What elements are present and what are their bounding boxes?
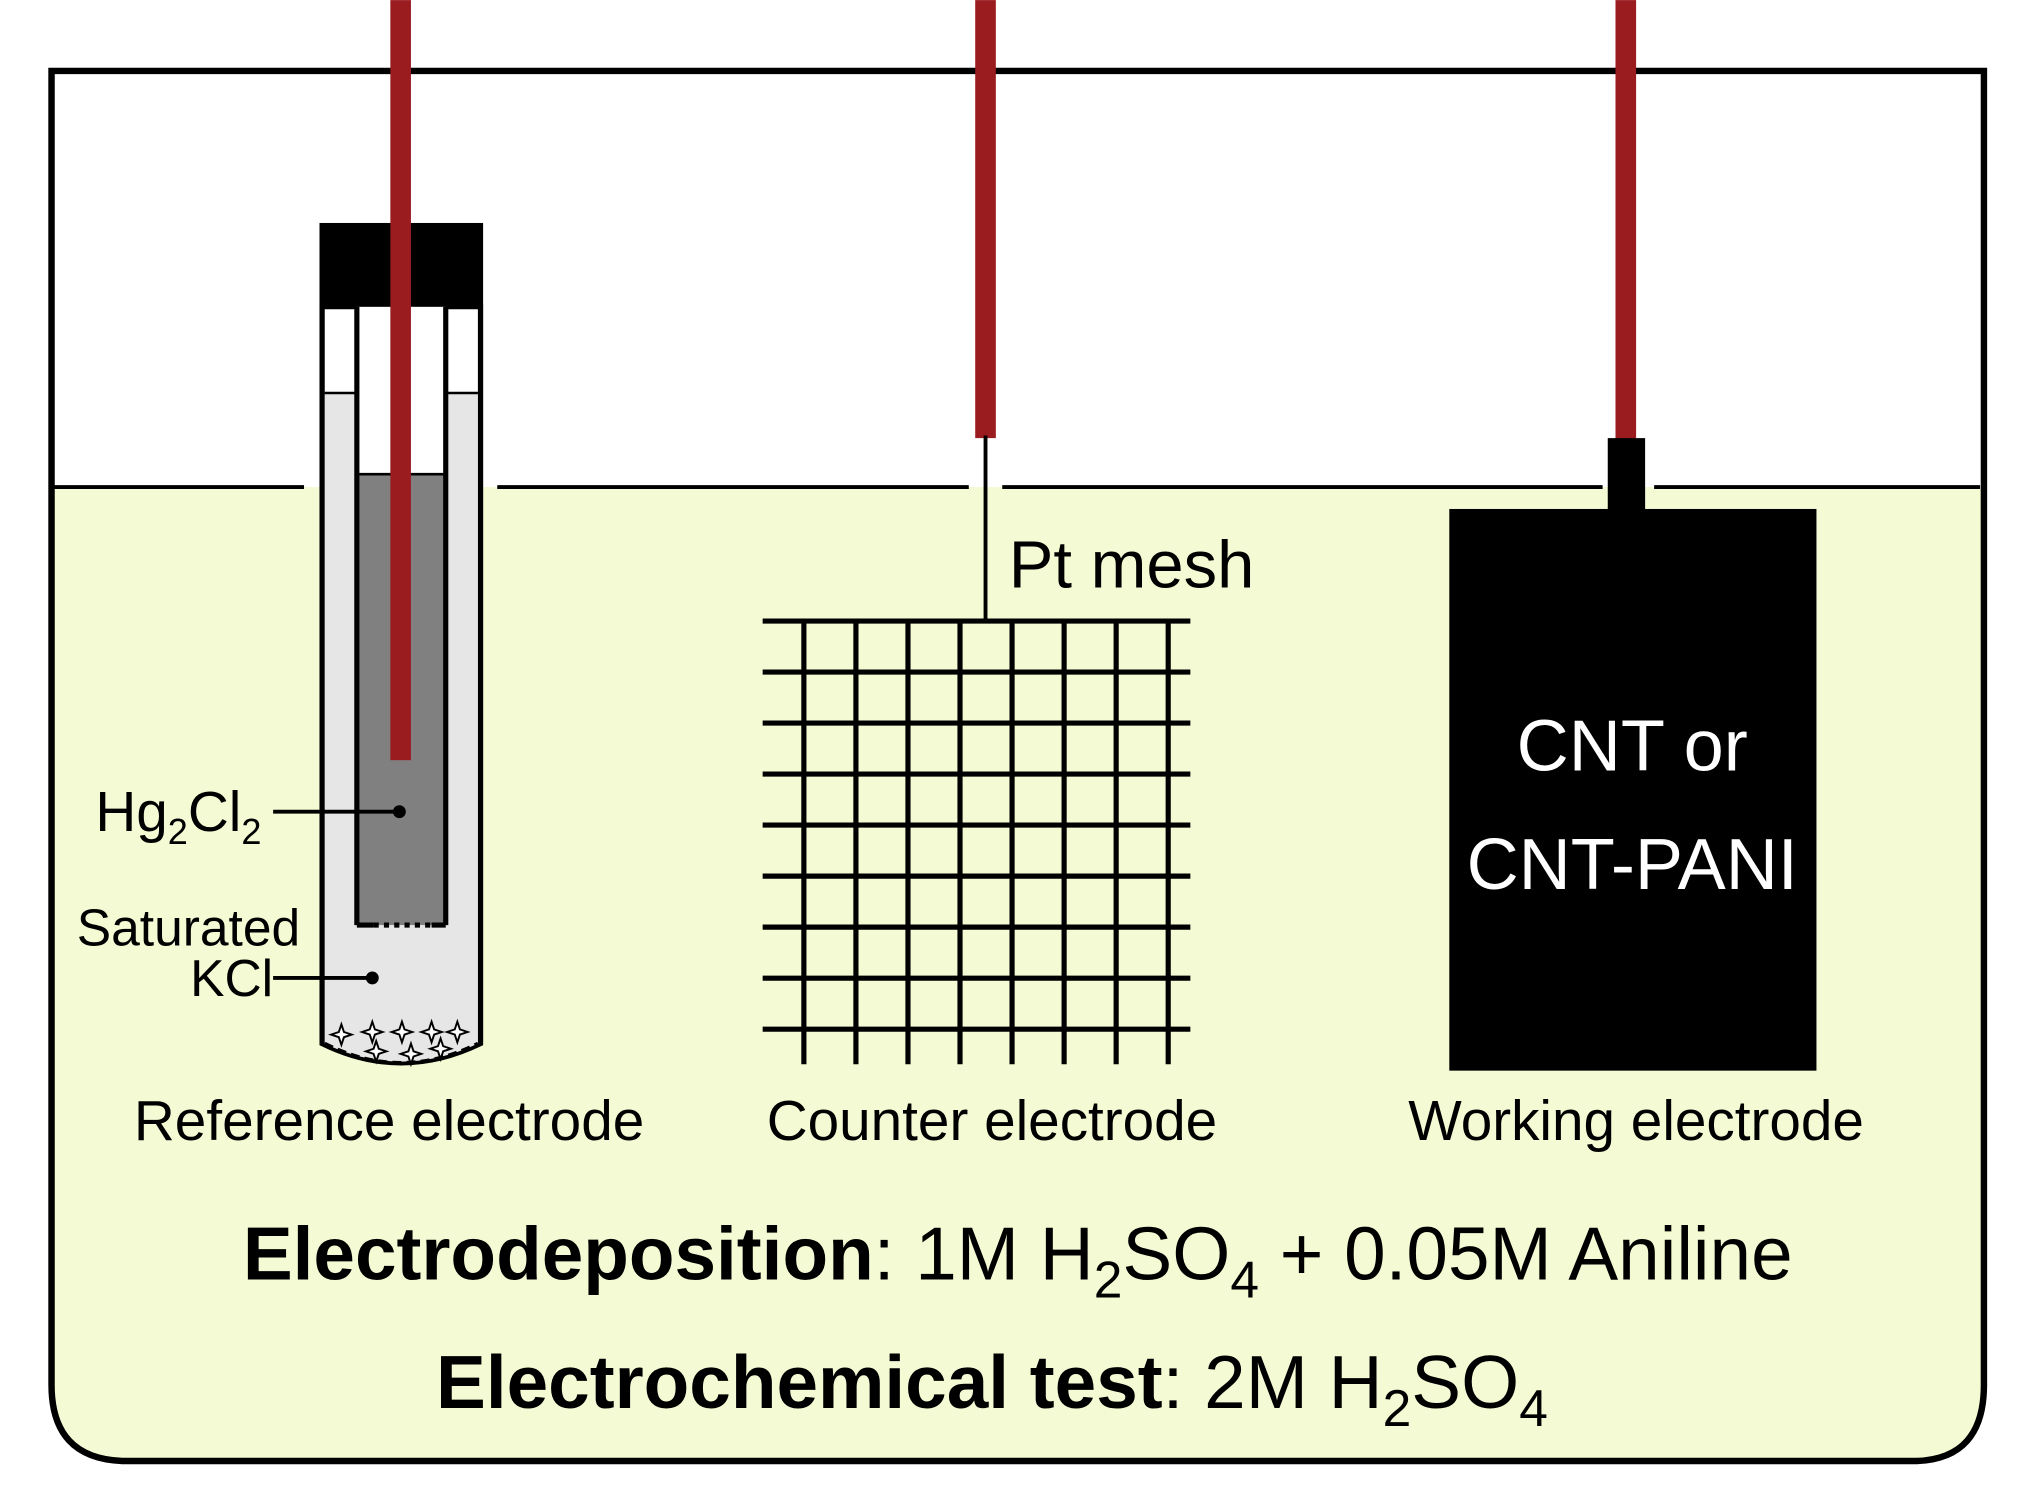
counter-electrode [762, 0, 1191, 1065]
reference-electrode-label: Reference electrode [134, 1090, 644, 1153]
reference-wire [390, 0, 411, 761]
beaker [48, 67, 1988, 1465]
counter-wire [975, 0, 996, 439]
working-electrode-label: Working electrode [1408, 1090, 1864, 1153]
electrochemical-test-condition: Electrochemical test: 2M H2SO4 [436, 1340, 1548, 1437]
saturated-label: Saturated [77, 899, 300, 957]
pt-mesh-label: Pt mesh [1009, 528, 1255, 603]
counter-electrode-label: Counter electrode [767, 1090, 1217, 1153]
working-wire [1615, 0, 1637, 441]
working-box-line1: CNT or [1517, 706, 1748, 786]
working-electrode [1449, 0, 1817, 1071]
working-box-line2: CNT-PANI [1467, 825, 1798, 905]
kcl-crystals-icon [328, 1018, 471, 1068]
electrodeposition-condition: Electrodeposition: 1M H2SO4 + 0.05M Anil… [243, 1211, 1793, 1308]
hg2cl2-label: Hg2Cl2 [95, 781, 261, 852]
pt-mesh [762, 618, 1191, 1065]
reference-electrode [273, 0, 484, 1068]
kcl-label: KCl [190, 949, 273, 1007]
